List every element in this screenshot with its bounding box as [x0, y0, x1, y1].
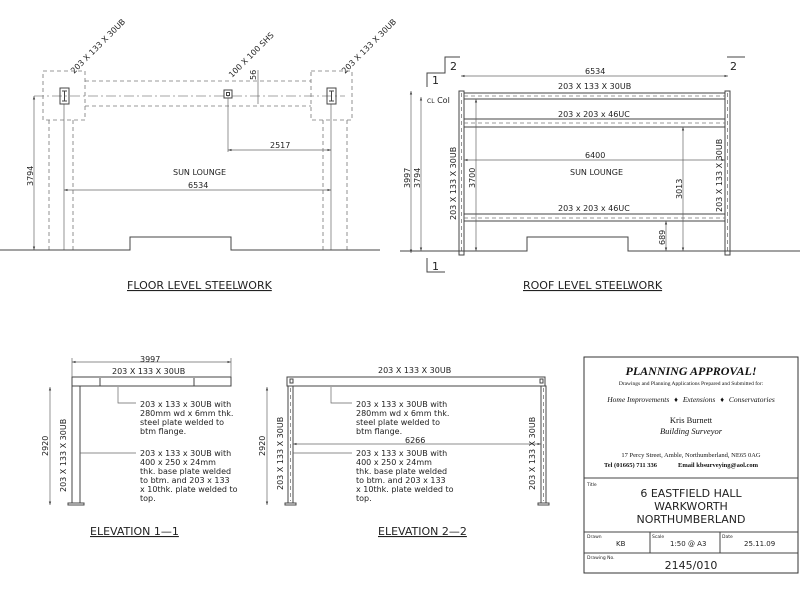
address: 17 Percy Street, Amble, Northumberland, …: [621, 452, 760, 459]
telephone: Tel (01665) 711 336: [604, 462, 658, 469]
top-beam-label: 203 X 133 X 30UB: [558, 82, 631, 91]
drawing-no-label: Drawing No.: [587, 555, 615, 561]
beam-note: 203 x 133 x 30UB with 280mm wd x 6mm thk…: [356, 400, 452, 436]
svg-text:2: 2: [730, 60, 737, 73]
dim-689: 689: [658, 230, 667, 245]
dim-3013: 3013: [675, 179, 684, 199]
shs-post-icon: [223, 89, 233, 99]
date-value: 25.11.09: [744, 540, 775, 548]
svg-text:1: 1: [432, 74, 439, 87]
planning-heading: PLANNING APPROVAL!: [625, 364, 756, 378]
roof-plan-title: ROOF LEVEL STEELWORK: [523, 279, 663, 292]
right-column-label: 203 X 133 X 30UB: [340, 17, 398, 75]
middle-beam-label: 203 x 203 x 46UC: [558, 110, 630, 119]
room-label: SUN LOUNGE: [570, 168, 623, 177]
room-label: SUN LOUNGE: [173, 168, 226, 177]
email: Email kbsurveying@aol.com: [678, 462, 759, 469]
left-column-label: 203 X 133 X 30UB: [449, 147, 458, 220]
beam-label: 203 X 133 X 30UB: [112, 367, 185, 376]
top-beam: [464, 92, 725, 100]
dim-2517: 2517: [270, 141, 290, 150]
dim-3794: 3794: [26, 166, 35, 186]
bottom-beam: [464, 213, 725, 222]
elevation-1-1: 3997 203 X 133 X 30UB 2920 203 X 133 X 3…: [41, 355, 240, 538]
drawn-value: KB: [616, 540, 626, 548]
section-marker-2: 2: [727, 56, 745, 73]
drawn-label: Drawn: [587, 534, 602, 540]
svg-text:2: 2: [450, 60, 457, 73]
beam-note: 203 x 133 x 30UB with 280mm wd x 6mm thk…: [140, 400, 236, 436]
i-beam-column-icon: [326, 87, 337, 105]
floor-plan-title: FLOOR LEVEL STEELWORK: [127, 279, 273, 292]
dim-2920: 2920: [258, 436, 267, 456]
surveyor-name: Kris Burnett: [670, 415, 713, 425]
elevation-2-2: 203 X 133 X 30UB 2920 6266 203 X 133 X 3…: [258, 366, 550, 538]
dim-6534: 6534: [585, 67, 605, 76]
surveyor-role: Building Surveyor: [660, 426, 723, 436]
dim-3997: 3997: [403, 168, 412, 188]
centreline-col-label: CL Col: [427, 96, 450, 105]
roof-level-plan: 1 1 2 2 6534 203 X 133 X 30UB 203 x 203 …: [400, 56, 800, 292]
date-label: Date: [722, 534, 733, 540]
column-note: 203 x 133 x 30UB with 400 x 250 x 24mm t…: [356, 449, 456, 503]
bottom-beam-label: 203 x 203 x 46UC: [558, 204, 630, 213]
dim-3794: 3794: [413, 168, 422, 188]
right-column-label: 203 X 133 X 30UB: [528, 417, 537, 490]
right-column-label: 203 X 133 X 30UB: [715, 139, 724, 212]
middle-beam: [464, 118, 725, 128]
planning-subheading: Drawings and Planning Applications Prepa…: [619, 380, 764, 387]
section-marker-1: 1 1 2: [426, 56, 460, 273]
project-title-line-2: WARKWORTH: [654, 500, 728, 513]
left-column-label: 203 X 133 X 30UB: [69, 17, 127, 75]
dim-3997: 3997: [140, 355, 160, 364]
dim-56: 56: [249, 70, 258, 80]
scale-label: Scale: [652, 534, 664, 540]
scale-value: 1:50 @ A3: [670, 540, 706, 548]
dim-2920: 2920: [41, 436, 50, 456]
column-note: 203 x 133 x 30UB with 400 x 250 x 24mm t…: [140, 449, 240, 503]
dim-6534: 6534: [188, 181, 208, 190]
left-column-label: 203 X 133 X 30UB: [276, 417, 285, 490]
dim-3700: 3700: [468, 168, 477, 188]
svg-text:1: 1: [432, 260, 439, 273]
beam-label: 203 X 133 X 30UB: [378, 366, 451, 375]
elevation-2-title: ELEVATION 2—2: [378, 525, 467, 538]
title-label: Title: [586, 482, 597, 488]
project-title-line-1: 6 EASTFIELD HALL: [640, 487, 742, 500]
dim-6266: 6266: [405, 436, 425, 445]
i-beam-column-icon: [59, 87, 70, 105]
dim-6400: 6400: [585, 151, 605, 160]
elevation-1-title: ELEVATION 1—1: [90, 525, 179, 538]
floor-level-plan: 203 X 133 X 30UB 203 X 133 X 30UB 100 X …: [0, 17, 398, 292]
drawing-number: 2145/010: [665, 559, 718, 572]
column-label: 203 X 133 X 30UB: [59, 419, 68, 492]
project-title-line-3: NORTHUMBERLAND: [636, 513, 745, 526]
services-list: Home Improvements ♦ Extensions ♦ Conserv…: [606, 395, 775, 404]
title-block: PLANNING APPROVAL! Drawings and Planning…: [583, 356, 799, 574]
